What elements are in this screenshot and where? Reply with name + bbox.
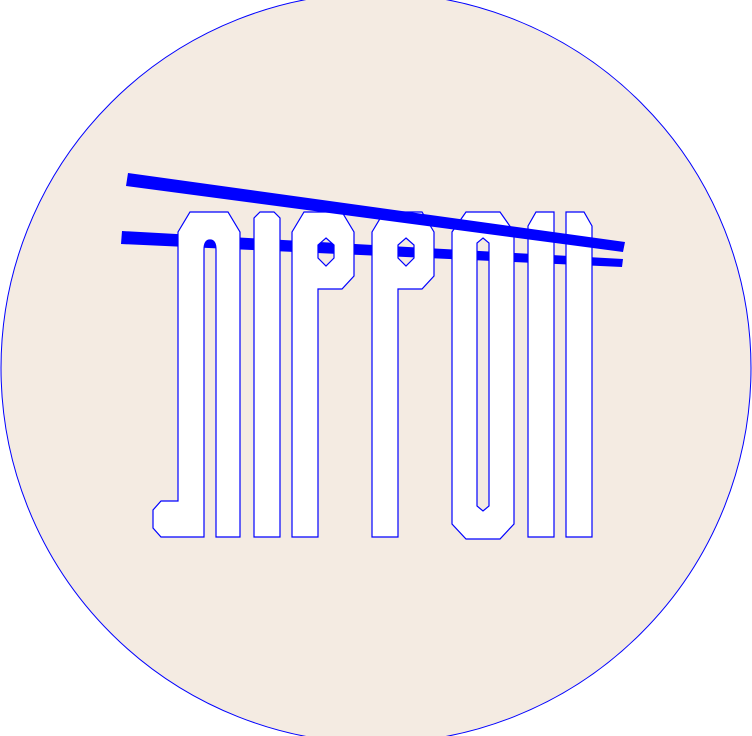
letter-i-stroke (253, 211, 281, 538)
letter-n2-left-leg (527, 211, 555, 538)
letter-n2-right-leg (565, 211, 593, 538)
letter-o (451, 211, 515, 540)
chopstick-front (126, 173, 625, 252)
wordmark (152, 211, 593, 540)
letter-n-left-stroke (152, 211, 241, 538)
